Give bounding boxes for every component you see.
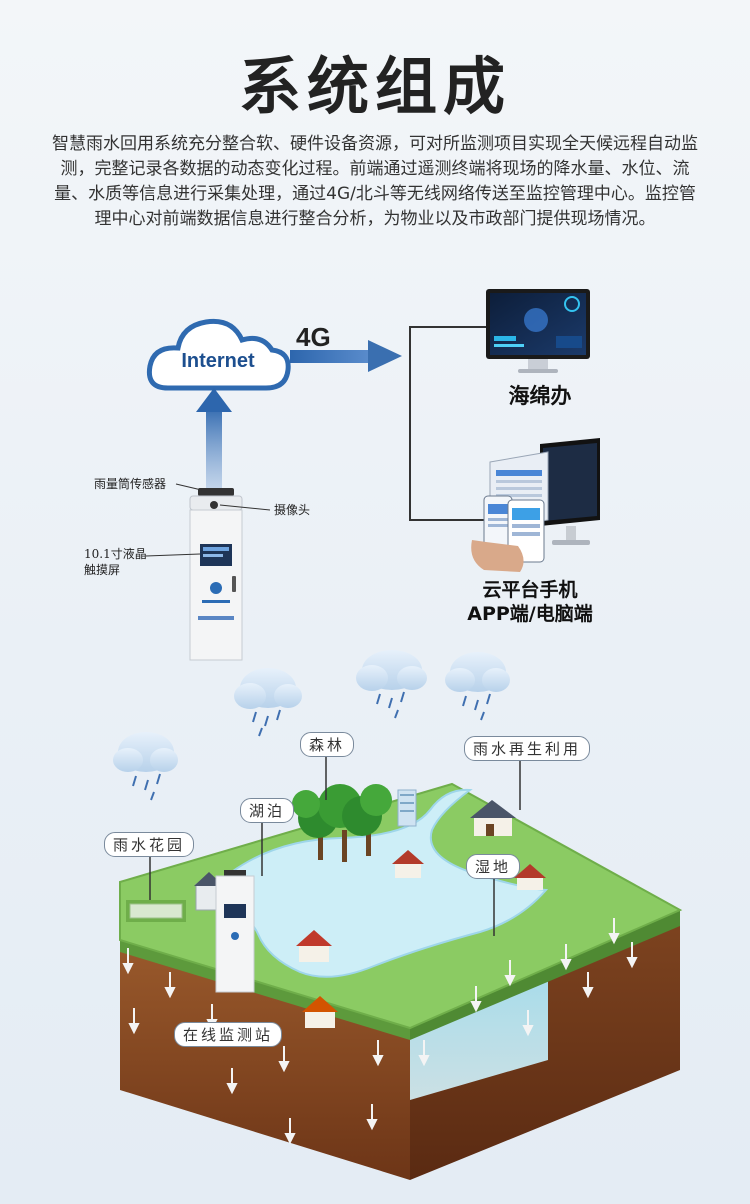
- rain-cloud-1: [234, 668, 302, 737]
- tag-lake: 湖泊: [240, 798, 295, 823]
- camera-leader: [219, 504, 271, 511]
- tag-rainwater-reuse: 雨水再生利用: [464, 736, 591, 761]
- house-lower-left: [296, 930, 332, 962]
- internet-cloud: [146, 318, 291, 391]
- internet-label: Internet: [181, 350, 255, 372]
- tag-online-station: 在线监测站: [174, 1022, 283, 1047]
- tower-building: [397, 789, 417, 827]
- rain-sensor-label: 雨量筒传感器: [94, 477, 167, 491]
- monitor-icon: [486, 289, 590, 373]
- monitoring-station-device: [189, 488, 243, 661]
- rain-cloud-2: [356, 650, 427, 719]
- cloud-platform-label-line2: APP端/电脑端: [467, 603, 593, 625]
- rain-cloud-4: [113, 732, 178, 801]
- house-reuse: [470, 800, 516, 836]
- landscape-station: [215, 870, 255, 993]
- cloud-platform-label: 云平台手机 APP端/电脑端: [450, 578, 610, 626]
- house-center: [392, 850, 424, 878]
- sponge-office-label: 海绵办: [508, 384, 572, 408]
- rain-sensor-leader: [175, 483, 211, 493]
- connector-bracket: [409, 326, 486, 521]
- house-wetland: [514, 864, 546, 890]
- house-lower: [302, 996, 338, 1028]
- screen-label-line2: 触摸屏: [84, 563, 121, 577]
- rain-cloud-3: [445, 652, 510, 721]
- camera-label: 摄像头: [274, 503, 311, 517]
- cloud-platform-label-line1: 云平台手机: [482, 579, 578, 601]
- screen-label: 10.1寸液晶 触摸屏: [84, 546, 147, 578]
- cloud-platform-devices-icon: [471, 438, 600, 572]
- infiltration-arrows: [122, 918, 638, 1145]
- river: [206, 788, 549, 978]
- page-title: 系统组成: [238, 50, 511, 123]
- forest-trees: [292, 784, 392, 862]
- intro-paragraph: 智慧雨水回用系统充分整合软、硬件设备资源，可对所监测项目实现全天候远程自动监测，…: [52, 134, 698, 229]
- tag-wetland: 湿地: [466, 854, 521, 879]
- screen-label-line1: 10.1寸液晶: [84, 547, 147, 561]
- screen-leader: [145, 553, 201, 557]
- upload-arrow: [196, 388, 232, 492]
- tag-forest: 森林: [300, 732, 355, 757]
- 4g-arrow: [290, 340, 402, 372]
- 4g-label: 4G: [296, 322, 331, 352]
- tag-leaders: [149, 752, 521, 936]
- tag-rain-garden: 雨水花园: [104, 832, 195, 857]
